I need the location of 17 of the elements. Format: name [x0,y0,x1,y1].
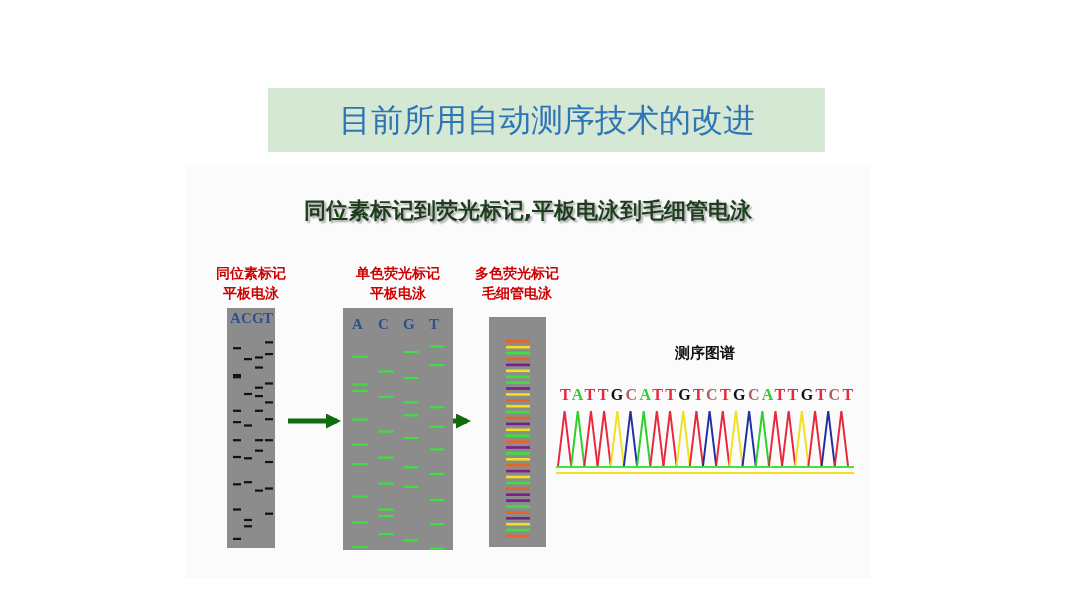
lane-letter: C [241,310,252,327]
title-banner: 目前所用自动测序技术的改进 [268,88,825,152]
lane-letter: A [230,310,241,327]
lane-letter: T [263,310,273,327]
gel-caption: 同位素标记平板电泳 [215,264,287,303]
arrow [288,413,341,429]
lane-letter: T [429,316,439,333]
gel-caption: 多色荧光标记毛细管电泳 [474,264,560,303]
lane-letter: G [403,316,415,333]
lane-letter: A [352,316,363,333]
chart-title: 测序图谱 [674,344,736,363]
subtitle: 同位素标记到荧光标记,平板电泳到毛细管电泳 [302,197,754,225]
lane-letter: C [378,316,389,333]
base-sequence: TATTGCATTGTCTGCATTGTCT [560,386,854,404]
arrow [453,413,471,429]
gel-caption: 单色荧光标记平板电泳 [355,264,441,303]
lane-letter: G [252,310,264,327]
